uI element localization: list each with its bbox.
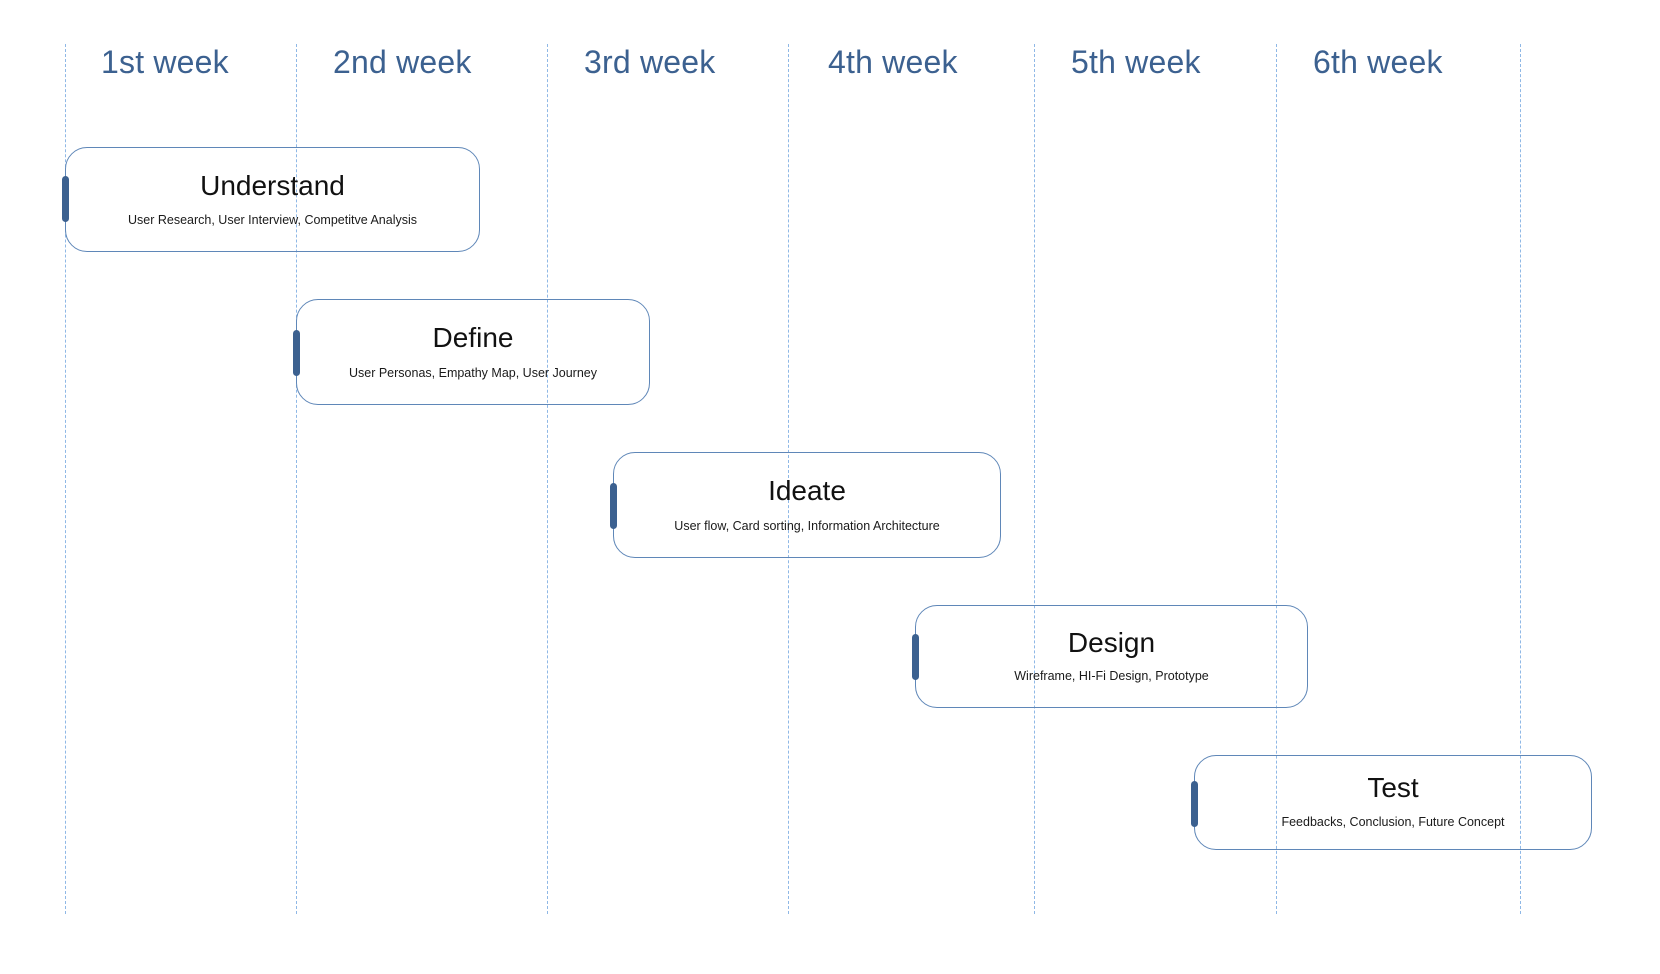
phase-accent-marker <box>62 176 69 222</box>
phase-title: Define <box>432 322 514 353</box>
phase-accent-marker <box>1191 781 1198 827</box>
phase-card-design: Design Wireframe, HI-Fi Design, Prototyp… <box>912 605 1308 708</box>
week-label-1: 1st week <box>101 44 229 80</box>
phase-card-define: Define User Personas, Empathy Map, User … <box>293 299 650 405</box>
phase-title: Understand <box>200 170 345 201</box>
phase-accent-marker <box>912 634 919 680</box>
phase-card-test: Test Feedbacks, Conclusion, Future Conce… <box>1191 755 1592 850</box>
week-label-3: 3rd week <box>584 44 716 80</box>
week-gridline <box>296 44 297 914</box>
week-label-2: 2nd week <box>333 44 472 80</box>
phase-activities: Feedbacks, Conclusion, Future Concept <box>1281 815 1505 829</box>
phase-accent-marker <box>293 330 300 376</box>
phase-accent-marker <box>610 483 617 529</box>
week-label-5: 5th week <box>1071 44 1201 80</box>
phase-card-ideate: Ideate User flow, Card sorting, Informat… <box>610 452 1001 558</box>
week-gridline <box>1520 44 1521 914</box>
phase-activities: User Research, User Interview, Competitv… <box>128 213 417 227</box>
phase-activities: User Personas, Empathy Map, User Journey <box>348 366 598 380</box>
phase-title: Test <box>1367 772 1419 803</box>
phase-card-understand: Understand User Research, User Interview… <box>62 147 480 252</box>
phase-activities: Wireframe, HI-Fi Design, Prototype <box>1014 669 1209 683</box>
week-gridline <box>788 44 789 914</box>
phase-title: Design <box>1067 627 1156 658</box>
week-label-4: 4th week <box>828 44 958 80</box>
week-label-6: 6th week <box>1313 44 1443 80</box>
week-gridline <box>1034 44 1035 914</box>
week-gridline <box>65 44 66 914</box>
week-gridline <box>1276 44 1277 914</box>
phase-title: Ideate <box>768 475 846 506</box>
phase-activities: User flow, Card sorting, Information Arc… <box>674 519 940 533</box>
week-gridline <box>547 44 548 914</box>
